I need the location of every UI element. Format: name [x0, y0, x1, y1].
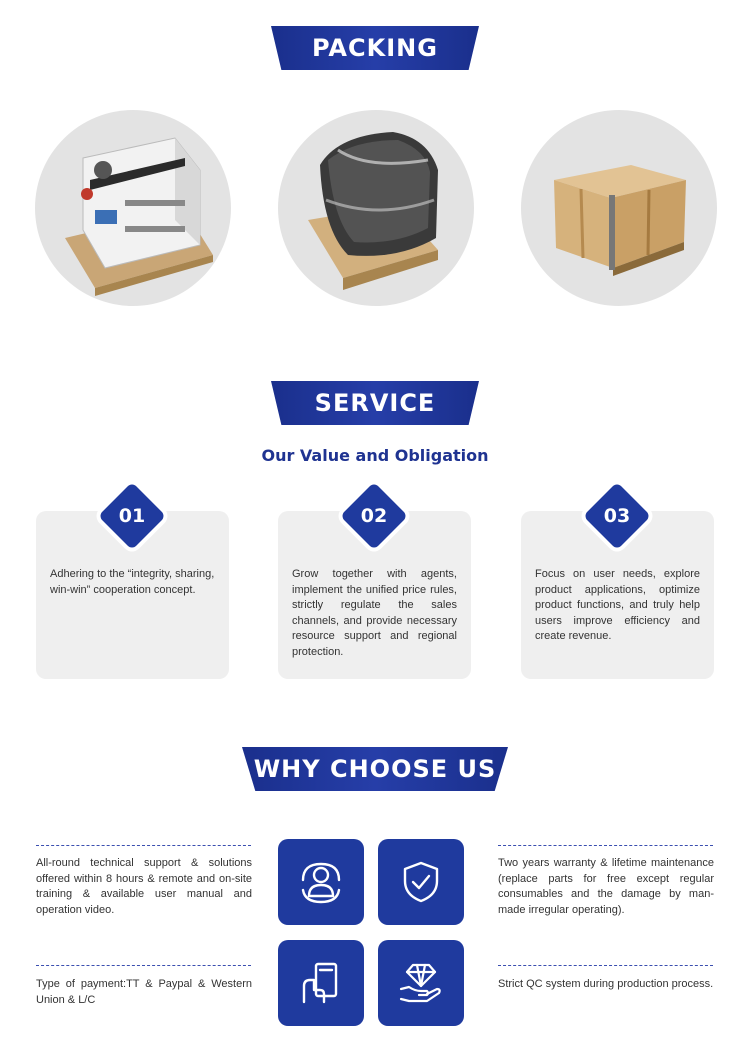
why-banner: WHY CHOOSE US: [242, 747, 508, 791]
packing-image-wooden-crate: [521, 110, 717, 306]
card-payment-icon: [302, 962, 338, 1004]
divider: [36, 965, 251, 966]
why-tile-payment: [278, 940, 364, 1026]
divider: [498, 845, 713, 846]
divider: [36, 845, 251, 846]
service-subtitle: Our Value and Obligation: [261, 446, 489, 465]
why-item-text: Two years warranty & lifetime maintenanc…: [498, 857, 714, 916]
divider: [498, 965, 713, 966]
packing-image-machine: [35, 110, 231, 306]
packing-banner: PACKING: [271, 26, 479, 70]
machine-illustration: [65, 137, 213, 296]
card-number: 01: [118, 505, 146, 527]
packing-title: PACKING: [312, 34, 438, 62]
service-title: SERVICE: [314, 389, 436, 417]
why-item-text: All-round technical support & solutions …: [36, 857, 252, 916]
card-number: 03: [603, 505, 631, 527]
packing-image-wrapped-machine: [278, 110, 474, 306]
wrapped-machine-illustration: [308, 132, 438, 290]
support-person-icon: [301, 862, 341, 904]
why-item-text: Strict QC system during production proce…: [498, 978, 714, 990]
card-number: 02: [360, 505, 388, 527]
service-card-text: Adhering to the “integrity, sharing, win…: [50, 568, 215, 596]
why-tile-support: [278, 839, 364, 925]
service-banner: SERVICE: [271, 381, 479, 425]
diamond-hand-icon: [399, 963, 441, 1003]
why-tile-qc: [378, 940, 464, 1026]
wooden-crate-illustration: [554, 165, 686, 276]
service-card-text: Grow together with agents, implement the…: [292, 568, 457, 658]
service-card-text: Focus on user needs, explore product app…: [535, 568, 700, 642]
shield-check-icon: [403, 861, 439, 903]
service-card-3: Focus on user needs, explore product app…: [521, 511, 714, 679]
why-title: WHY CHOOSE US: [253, 755, 497, 783]
why-tile-warranty: [378, 839, 464, 925]
why-item-text: Type of payment:TT & Paypal & Western Un…: [36, 978, 252, 1006]
